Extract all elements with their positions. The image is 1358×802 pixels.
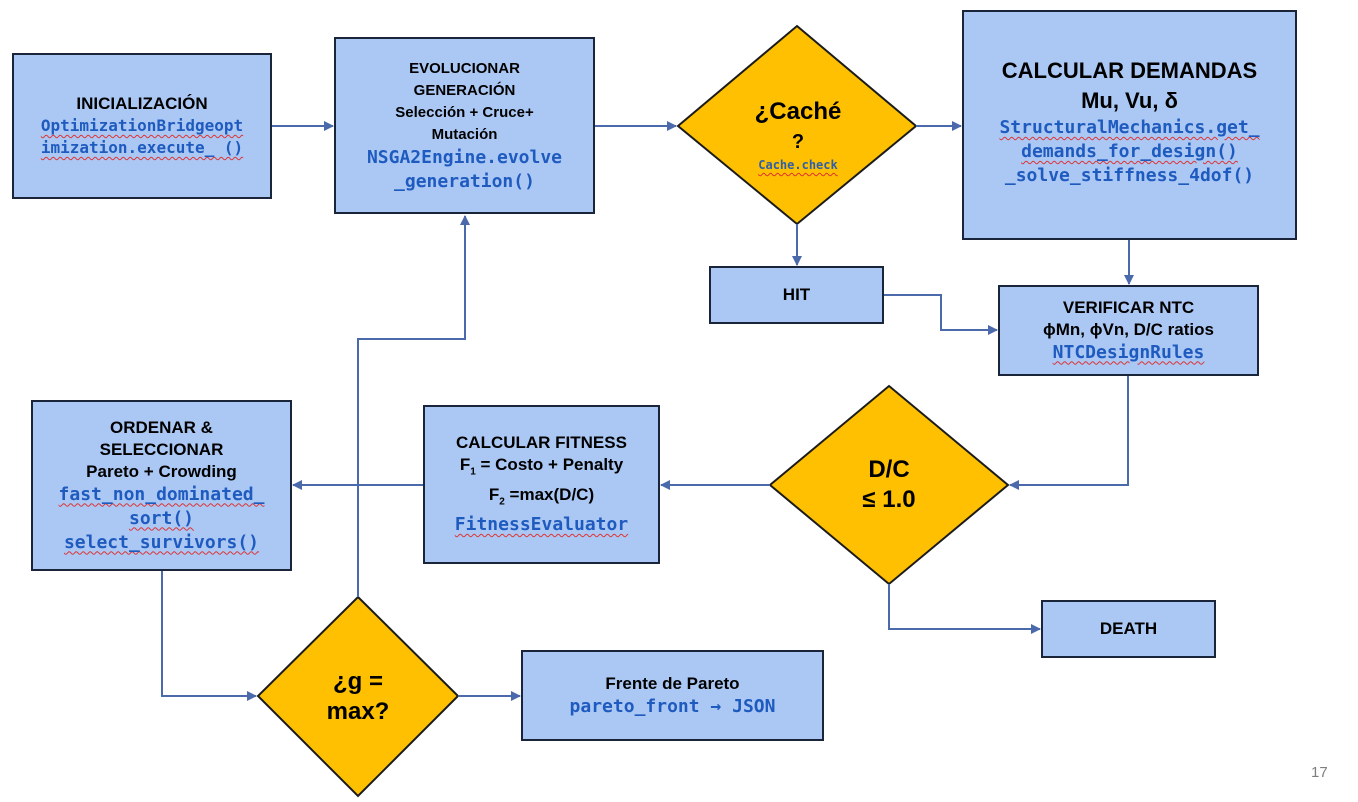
- gmax-decision-label: ¿g = max?: [278, 660, 438, 734]
- sort-title-line2: SELECCIONAR: [99, 439, 224, 459]
- fitness-node[interactable]: CALCULAR FITNESS F1 = Costo + Penalty F2…: [423, 405, 660, 564]
- edge-sort-to-gmax: [161, 571, 257, 701]
- dc-decision-diamond[interactable]: [768, 384, 1010, 586]
- pareto-node[interactable]: Frente de Pareto pareto_front → JSON: [521, 650, 824, 741]
- sort-title-line1: ORDENAR &: [110, 417, 213, 437]
- sort-code-line1: fast_non_dominated_: [58, 483, 265, 505]
- page-number: 17: [1311, 764, 1328, 781]
- edge-verify-to-dc: [1009, 376, 1129, 490]
- dc-line2: ≤ 1.0: [862, 486, 916, 513]
- gmax-line2: max?: [326, 698, 390, 725]
- f1-subscript: 1: [470, 466, 476, 478]
- sort-subtitle: Pareto + Crowding: [86, 461, 237, 481]
- gmax-line1: ¿g =: [332, 668, 383, 695]
- sort-code-line2: sort(): [128, 507, 195, 529]
- evolve-title-line2: GENERACIÓN: [413, 81, 516, 99]
- cache-decision-diamond[interactable]: [676, 24, 918, 226]
- verify-node[interactable]: VERIFICAR NTC ϕMn, ϕVn, D/C ratios NTCDe…: [998, 285, 1259, 376]
- sort-code-line3: select_survivors(): [63, 531, 260, 553]
- init-title: INICIALIZACIÓN: [76, 94, 208, 113]
- cache-code: Cache.check: [758, 158, 838, 172]
- f2-label: F: [488, 484, 500, 504]
- hit-title: HIT: [782, 285, 811, 304]
- hit-node[interactable]: HIT: [709, 266, 884, 324]
- cache-decision-label: ¿Caché ? Cache.check: [698, 80, 898, 190]
- f1-label: F: [459, 455, 471, 475]
- evolve-subtitle-line1: Selección + Cruce+: [395, 103, 534, 121]
- init-code-line2: imization.execute_ (): [40, 138, 244, 157]
- edge-dc-to-death: [888, 584, 1041, 634]
- evolve-subtitle-line2: Mutación: [431, 125, 498, 143]
- init-node[interactable]: INICIALIZACIÓN OptimizationBridgeopt imi…: [12, 53, 272, 199]
- dc-decision-label: D/C ≤ 1.0: [789, 440, 989, 530]
- demands-code-line1: StructuralMechanics.get_: [999, 117, 1260, 138]
- edge-hit-to-verify: [884, 294, 998, 335]
- demands-title: CALCULAR DEMANDAS: [1001, 58, 1258, 83]
- evolve-code-line1: NSGA2Engine.evolve: [366, 146, 563, 168]
- demands-code-line3: _solve_stiffness_4dof(): [1004, 165, 1255, 186]
- f2-expression: =max(D/C): [504, 484, 595, 504]
- verify-code: NTCDesignRules: [1052, 341, 1205, 363]
- demands-code-line2: demands_for_design(): [1021, 141, 1238, 162]
- f2-subscript: 2: [499, 495, 505, 507]
- fitness-code: FitnessEvaluator: [454, 513, 629, 535]
- init-code-line1: OptimizationBridgeopt: [40, 116, 244, 135]
- verify-title: VERIFICAR NTC: [1062, 297, 1195, 317]
- demands-node[interactable]: CALCULAR DEMANDAS Mu, Vu, δ StructuralMe…: [962, 10, 1297, 240]
- death-title: DEATH: [1099, 619, 1158, 638]
- fitness-f1: F1 = Costo + Penalty: [460, 454, 623, 483]
- cache-title-line1: ¿Caché: [754, 98, 842, 125]
- pareto-code: pareto_front → JSON: [569, 695, 776, 717]
- dc-line1: D/C: [868, 456, 910, 483]
- f1-expression: = Costo + Penalty: [475, 455, 624, 475]
- pareto-title: Frente de Pareto: [605, 673, 740, 693]
- verify-subtitle: ϕMn, ϕVn, D/C ratios: [1043, 319, 1214, 339]
- gmax-decision-diamond[interactable]: [256, 595, 460, 798]
- fitness-title: CALCULAR FITNESS: [456, 433, 627, 453]
- sort-node[interactable]: ORDENAR & SELECCIONAR Pareto + Crowding …: [31, 400, 292, 571]
- cache-title-line2: ?: [791, 131, 805, 153]
- evolve-title-line1: EVOLUCIONAR: [409, 59, 520, 77]
- evolve-node[interactable]: EVOLUCIONAR GENERACIÓN Selección + Cruce…: [334, 37, 595, 214]
- fitness-f2: F2 =max(D/C): [489, 484, 594, 513]
- demands-subtitle: Mu, Vu, δ: [1081, 88, 1178, 113]
- death-node[interactable]: DEATH: [1041, 600, 1216, 658]
- evolve-code-line2: _generation(): [394, 170, 535, 192]
